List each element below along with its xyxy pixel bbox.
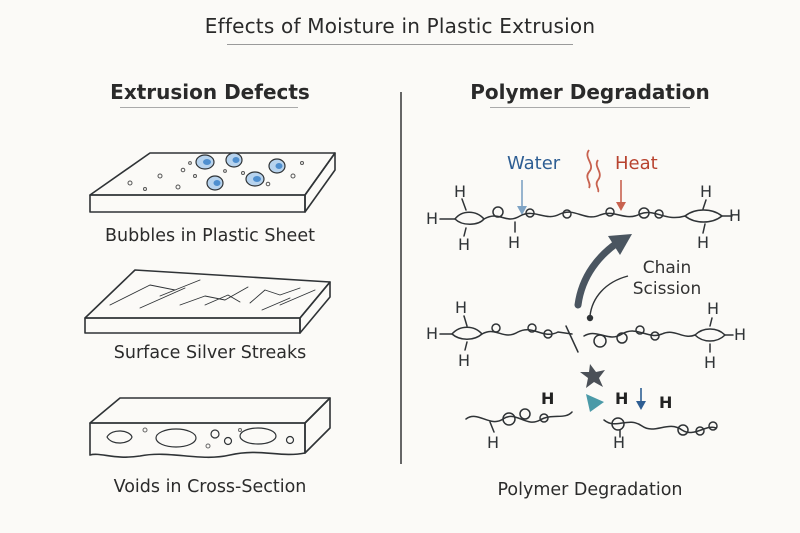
chain-scission-label: Chain Scission [622, 258, 712, 300]
top-chain-h-labels: H H H H H H H [426, 182, 741, 254]
bottom-h-labels: H H H H H [487, 389, 672, 452]
polymer-degradation-underline [490, 107, 690, 108]
heat-label: Heat [615, 153, 658, 174]
svg-text:H: H [615, 389, 628, 408]
polymer-chain-top [439, 198, 733, 237]
bottom-water-arrow-icon [636, 388, 646, 410]
water-label: Water [507, 153, 561, 174]
svg-text:H: H [697, 233, 709, 252]
polymer-chain-bottom-right [603, 417, 718, 438]
heat-arrow-icon [616, 180, 626, 211]
svg-text:H: H [508, 233, 520, 252]
page-title: Effects of Moisture in Plastic Extrusion [204, 14, 596, 38]
polymer-degradation-caption: Polymer Degradation [497, 480, 683, 500]
svg-text:H: H [541, 389, 554, 408]
silver-streaks-caption: Surface Silver Streaks [113, 343, 307, 363]
svg-text:H: H [704, 353, 716, 372]
polymer-degradation-heading: Polymer Degradation [470, 80, 710, 104]
voids-caption: Voids in Cross-Section [113, 477, 307, 497]
svg-text:H: H [487, 433, 499, 452]
cleavage-spark-icon [580, 364, 605, 412]
middle-chain-h-labels: H H H H H H [426, 298, 746, 372]
silver-streaks-sheet [84, 269, 331, 334]
chain-scission-line2: Scission [632, 279, 702, 299]
svg-text:H: H [659, 393, 672, 412]
heat-wave-icon [586, 149, 601, 193]
svg-text:H: H [426, 209, 438, 228]
svg-text:H: H [454, 182, 466, 201]
svg-text:H: H [729, 206, 741, 225]
bubbles-caption: Bubbles in Plastic Sheet [105, 226, 315, 246]
svg-text:H: H [458, 351, 470, 370]
svg-text:H: H [700, 182, 712, 201]
scission-arrow-icon [574, 234, 632, 322]
center-divider [400, 92, 402, 464]
polymer-chain-bottom-left [465, 408, 573, 433]
svg-text:H: H [458, 235, 470, 254]
svg-text:H: H [455, 298, 467, 317]
extrusion-defects-underline [120, 107, 298, 108]
svg-text:H: H [426, 324, 438, 343]
extrusion-defects-heading: Extrusion Defects [110, 80, 310, 104]
polymer-chain-middle [439, 315, 734, 353]
svg-text:H: H [734, 325, 746, 344]
svg-text:H: H [613, 433, 625, 452]
bubbles-sheet [89, 152, 336, 213]
svg-text:H: H [707, 299, 719, 318]
chain-scission-line1: Chain [642, 258, 692, 278]
voids-cross-section [89, 397, 331, 459]
water-arrow-icon [517, 180, 527, 215]
title-underline [227, 44, 573, 45]
